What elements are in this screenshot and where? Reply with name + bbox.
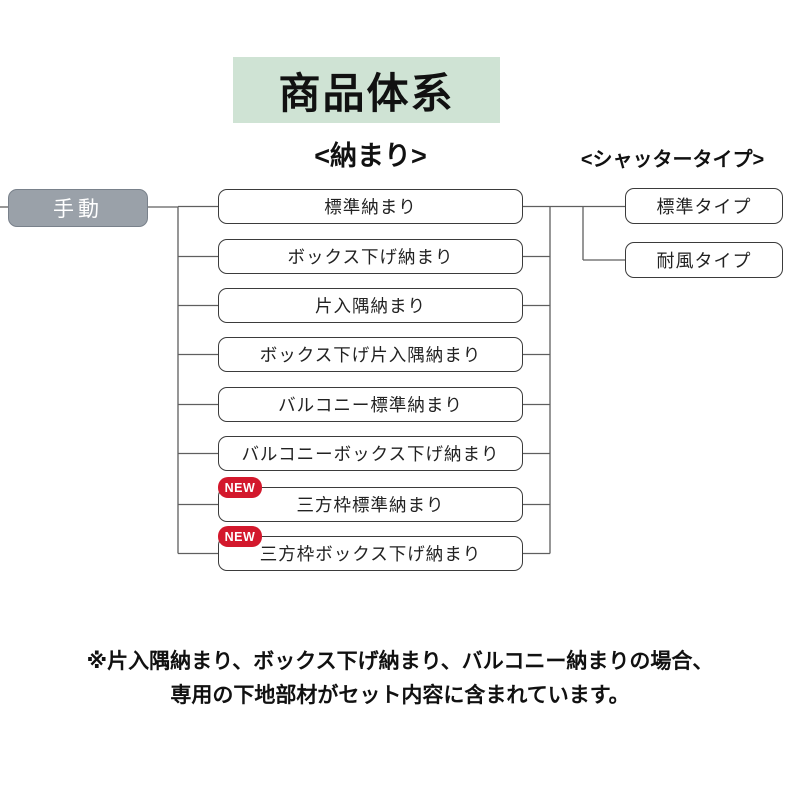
osamari-box-box-lowered: ボックス下げ納まり <box>218 239 523 274</box>
shutter-type-box-standard: 標準タイプ <box>625 188 783 224</box>
shutter-type-label: 標準タイプ <box>656 197 752 217</box>
heading-shutter-type: <シャッタータイプ> <box>580 149 765 171</box>
osamari-box-label: バルコニー標準納まり <box>278 395 463 415</box>
osamari-box-threeway-frame-standard: 三方枠標準納まり <box>218 487 523 522</box>
osamari-box-balcony-standard: バルコニー標準納まり <box>218 387 523 422</box>
osamari-box-standard: 標準納まり <box>218 189 523 224</box>
root-node-label: 手動 <box>53 198 103 221</box>
page-title-block: 商品体系 <box>233 57 500 123</box>
osamari-box-label: バルコニーボックス下げ納まり <box>241 444 500 464</box>
osamari-box-label: 標準納まり <box>324 197 417 217</box>
osamari-box-box-lowered-inside-corner: ボックス下げ片入隅納まり <box>218 337 523 372</box>
new-badge: NEW <box>218 526 262 547</box>
osamari-box-label: 三方枠ボックス下げ納まり <box>259 544 482 564</box>
footnote-line-1: ※片入隅納まり、ボックス下げ納まり、バルコニー納まりの場合、 <box>86 650 714 673</box>
osamari-box-balcony-box-lowered: バルコニーボックス下げ納まり <box>218 436 523 471</box>
osamari-box-threeway-frame-box-lowered: 三方枠ボックス下げ納まり <box>218 536 523 571</box>
footnote: ※片入隅納まり、ボックス下げ納まり、バルコニー納まりの場合、 専用の下地部材がセ… <box>0 645 800 713</box>
osamari-box-label: 三方枠標準納まり <box>296 495 445 515</box>
page-title: 商品体系 <box>278 69 455 117</box>
root-node-manual: 手動 <box>8 189 148 227</box>
footnote-line-2: 専用の下地部材がセット内容に含まれています。 <box>170 684 630 707</box>
shutter-type-label: 耐風タイプ <box>656 251 752 271</box>
new-badge: NEW <box>218 477 262 498</box>
osamari-box-label: 片入隅納まり <box>315 296 426 316</box>
osamari-box-inside-corner: 片入隅納まり <box>218 288 523 323</box>
shutter-type-box-wind-resistant: 耐風タイプ <box>625 242 783 278</box>
osamari-box-label: ボックス下げ納まり <box>287 247 454 267</box>
osamari-box-label: ボックス下げ片入隅納まり <box>259 345 482 365</box>
heading-osamari: <納まり> <box>314 141 427 171</box>
